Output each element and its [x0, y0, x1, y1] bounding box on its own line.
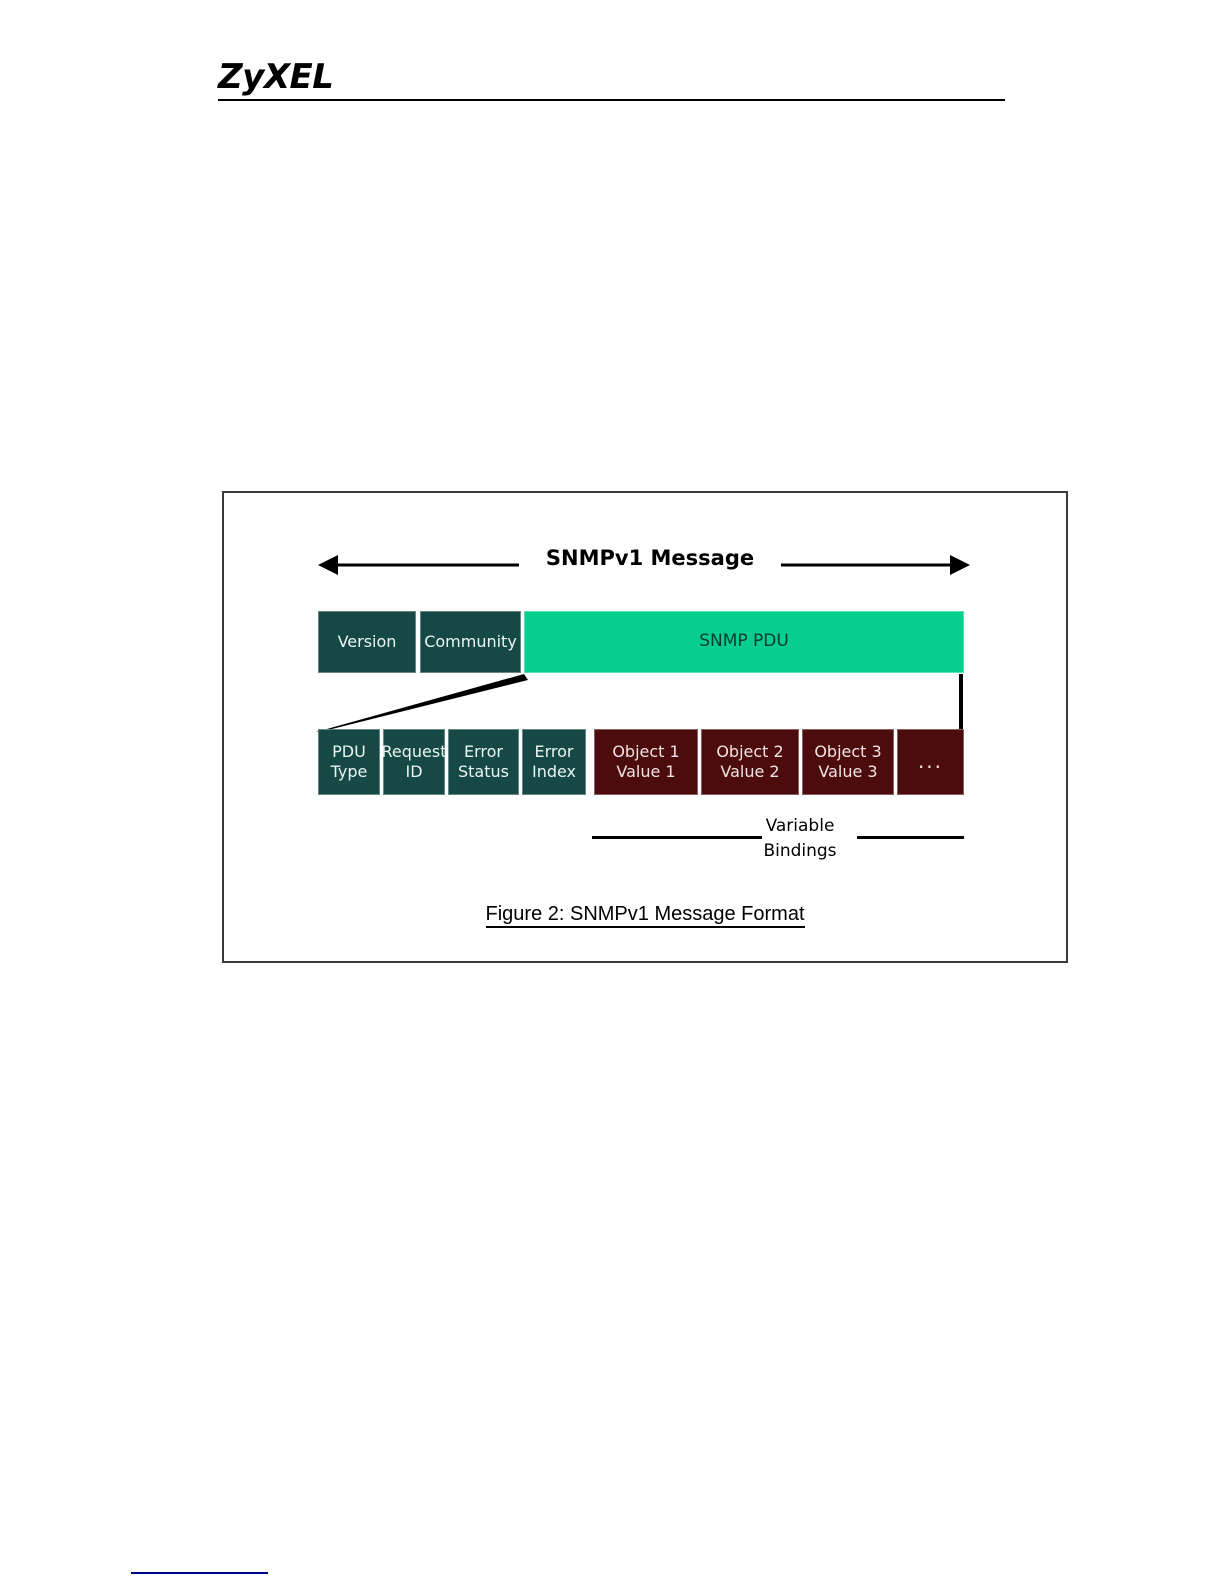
variable-bindings-label: Variable Bindings [740, 814, 860, 863]
field-box-pdu-type: PDU Type [318, 729, 380, 795]
field-label-object-1-line2: Value 1 [616, 762, 676, 781]
zyxel-logo: ZyXEL [218, 57, 334, 97]
field-box-object-3: Object 3 Value 3 [802, 729, 894, 795]
field-label-object-3-line1: Object 3 [814, 741, 882, 761]
field-label-community: Community [424, 631, 517, 651]
field-label-error-status-line1: Error [464, 741, 503, 761]
variable-bindings-line2: Bindings [763, 840, 837, 861]
field-label-request-id-line1: Request [381, 741, 447, 761]
header-divider [218, 99, 1005, 101]
field-label-error-index-line2: Index [531, 762, 577, 781]
field-label-snmp-pdu: SNMP PDU [699, 631, 789, 652]
figure-caption-text: Figure 2: SNMPv1 Message Format [485, 903, 805, 928]
field-label-object-3-line2: Value 3 [818, 762, 878, 781]
field-box-error-index: Error Index [522, 729, 586, 795]
field-label-object-2-line2: Value 2 [720, 762, 780, 781]
field-box-request-id: Request ID [381, 729, 447, 795]
field-box-community: Community [420, 611, 521, 673]
field-label-more: ... [917, 749, 944, 774]
field-box-object-2: Object 2 Value 2 [701, 729, 799, 795]
variable-bindings-rule-left [592, 836, 762, 839]
pdu-expand-connector-right [959, 674, 963, 732]
field-box-more: ... [897, 729, 964, 795]
variable-bindings-line1: Variable [765, 816, 835, 836]
field-box-object-1: Object 1 Value 1 [594, 729, 698, 795]
variable-bindings-rule-right [857, 836, 964, 839]
field-label-error-status-line2: Status [458, 762, 509, 781]
page-header: ZyXEL [0, 0, 1224, 110]
field-label-object-2-line1: Object 2 [716, 741, 784, 761]
field-label-request-id-line2: ID [405, 762, 423, 781]
message-span-label: SNMPv1 Message [519, 546, 781, 570]
field-box-version: Version [318, 611, 416, 673]
field-label-object-1-line1: Object 1 [612, 741, 680, 761]
field-label-pdu-type-line2: Type [330, 762, 368, 781]
field-label-version: Version [337, 631, 397, 651]
footnote-separator [131, 1572, 268, 1574]
pdu-expand-leader-line [316, 674, 528, 732]
field-box-error-status: Error Status [448, 729, 519, 795]
field-box-snmp-pdu: SNMP PDU [524, 611, 964, 673]
figure-caption: Figure 2: SNMPv1 Message Format [222, 903, 1068, 928]
field-label-pdu-type-line1: PDU [332, 741, 366, 761]
field-label-error-index-line1: Error [534, 741, 574, 761]
